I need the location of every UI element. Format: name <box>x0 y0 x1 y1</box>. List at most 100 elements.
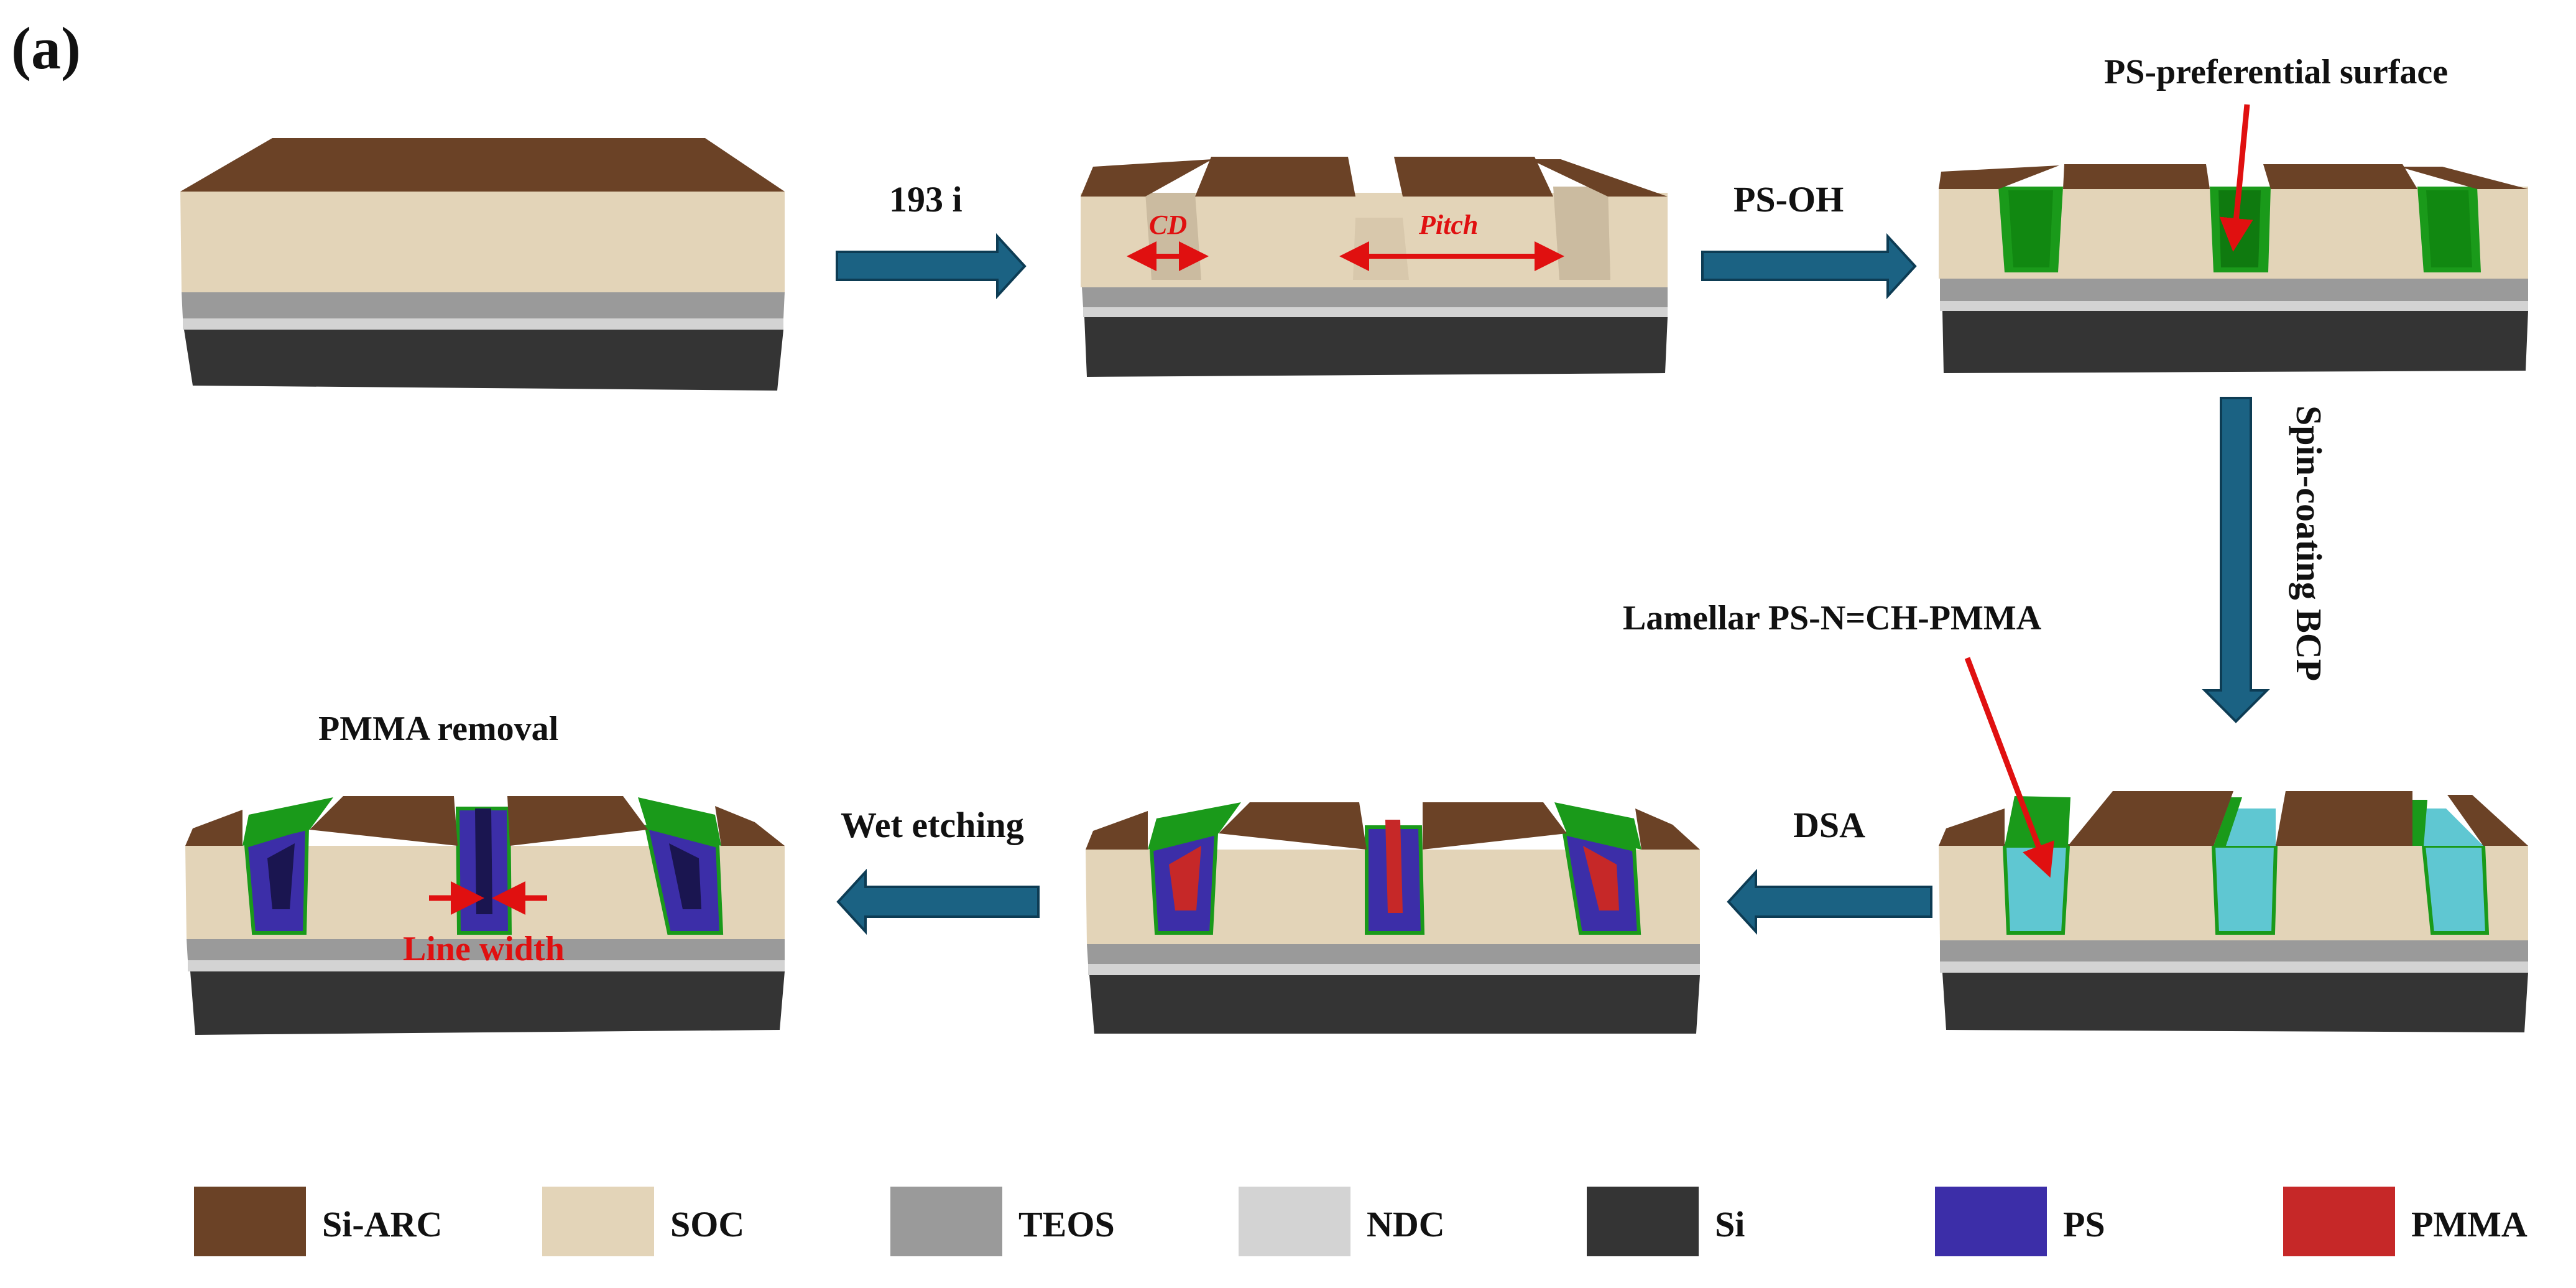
ndc-layer <box>188 960 785 971</box>
legend-swatch <box>1239 1187 1350 1256</box>
legend-label: SOC <box>670 1204 744 1244</box>
teos-layer <box>187 939 785 960</box>
ps-preferential-arrow <box>2219 104 2253 252</box>
step-label-193i: 193 i <box>889 179 963 220</box>
si-arc-line <box>715 806 785 846</box>
si-arc-line <box>310 796 458 846</box>
step-label-wet-etching: Wet etching <box>841 805 1024 845</box>
legend-swatch <box>1587 1187 1699 1256</box>
teos-layer <box>1087 944 1700 964</box>
si-arc-line <box>1939 808 2005 846</box>
si-substrate <box>1942 311 2528 373</box>
ndc-layer <box>1940 961 2528 973</box>
step-label-spin-coating: Spin-coating BCP <box>2289 405 2329 681</box>
pmma-domain <box>1385 820 1403 913</box>
step-label-ps-oh: PS-OH <box>1733 179 1844 220</box>
si-substrate <box>1942 973 2528 1032</box>
brush-edge <box>2214 797 2242 846</box>
step-wet-etching: Wet etching <box>836 805 1040 935</box>
process-arrow-left <box>836 868 1040 935</box>
legend-swatch <box>890 1187 1002 1256</box>
brush-edge <box>242 797 333 846</box>
lamellar-label: Lamellar PS-N=CH-PMMA <box>1623 599 2042 637</box>
si-arc-line <box>2276 791 2412 846</box>
stack-brush: PS-preferential surface <box>1939 53 2528 373</box>
si-arc-line <box>2263 164 2417 189</box>
si-arc-line <box>1530 159 1668 197</box>
stack-dsa <box>1086 802 1700 1034</box>
step-label-dsa: DSA <box>1793 805 1865 845</box>
ndc-layer <box>1083 307 1668 317</box>
si-substrate <box>1089 975 1700 1034</box>
bcp-top <box>2217 808 2276 846</box>
legend-label: PMMA <box>2411 1204 2528 1244</box>
si-arc-line <box>1086 811 1148 850</box>
brush-trench-inner <box>2426 190 2472 267</box>
si-arc-line <box>2063 164 2210 189</box>
brush-edge <box>638 797 721 846</box>
lamellar-arrow <box>1964 657 2054 878</box>
legend-label: TEOS <box>1018 1204 1115 1244</box>
brush-edge <box>1148 802 1241 850</box>
teos-layer <box>1940 940 2528 961</box>
si-substrate <box>1084 317 1668 377</box>
legend-label: NDC <box>1367 1204 1445 1244</box>
ndc-layer <box>1940 301 2528 311</box>
si-arc-line <box>1081 159 1212 197</box>
step-dsa: DSA <box>1727 805 1932 935</box>
step-spin-coating: Spin-coating BCP <box>2202 397 2329 723</box>
teos-layer <box>1082 287 1668 307</box>
si-arc-line <box>1635 808 1700 850</box>
process-arrow-right <box>836 233 1027 300</box>
removed-pmma-void <box>475 808 492 914</box>
step-193i: 193 i <box>836 179 1027 300</box>
legend-swatch <box>1935 1187 2047 1256</box>
legend-label: Si <box>1715 1204 1745 1244</box>
process-arrow-left <box>1727 868 1932 935</box>
line-width-label: Line width <box>403 930 565 968</box>
pmma-removal-label: PMMA removal <box>318 710 558 748</box>
legend-label: Si-ARC <box>322 1204 442 1244</box>
bcp-top <box>2417 808 2483 846</box>
trench-wall <box>1553 187 1610 280</box>
legend-swatch <box>542 1187 654 1256</box>
teos-layer <box>1940 279 2528 301</box>
si-substrate <box>184 330 783 391</box>
removed-pmma-void <box>669 843 701 909</box>
si-arc-line <box>185 810 242 846</box>
ps-preferential-label: PS-preferential surface <box>2104 53 2448 91</box>
si-arc-line <box>1423 802 1567 850</box>
si-arc-line <box>1939 165 2059 189</box>
si-arc-line <box>2447 795 2528 846</box>
bcp-fill <box>2421 844 2490 935</box>
si-arc-line <box>1195 157 1355 197</box>
bcp-fill <box>2211 844 2278 935</box>
pmma-domain <box>1169 846 1201 910</box>
si-arc-line <box>507 796 648 846</box>
stack-patterned: CD Pitch <box>1081 157 1668 377</box>
si-arc-line <box>2399 167 2528 189</box>
panel-label: (a) <box>11 15 81 81</box>
legend-swatch <box>194 1187 306 1256</box>
legend-swatch <box>2283 1187 2395 1256</box>
brush-edge <box>2005 796 2070 846</box>
cd-label: CD <box>1149 210 1187 240</box>
si-arc-line <box>1394 157 1553 197</box>
si-arc-line <box>1219 802 1367 850</box>
teos-layer <box>182 292 785 318</box>
brush-trench-inner <box>2008 190 2053 267</box>
ndc-layer <box>183 318 783 330</box>
trench-wall <box>1353 218 1409 280</box>
pitch-label: Pitch <box>1418 210 1478 240</box>
stack-initial <box>180 138 785 391</box>
step-ps-oh: PS-OH <box>1701 179 1917 300</box>
soc-layer <box>180 192 785 292</box>
si-substrate <box>190 971 785 1035</box>
stack-pmma-removed: PMMA removal Line width <box>185 710 785 1035</box>
process-arrow-down <box>2202 397 2270 723</box>
stack-bcp: Lamellar PS-N=CH-PMMA <box>1623 599 2528 1032</box>
si-arc-line <box>2068 791 2233 846</box>
process-arrow-right <box>1701 233 1917 300</box>
